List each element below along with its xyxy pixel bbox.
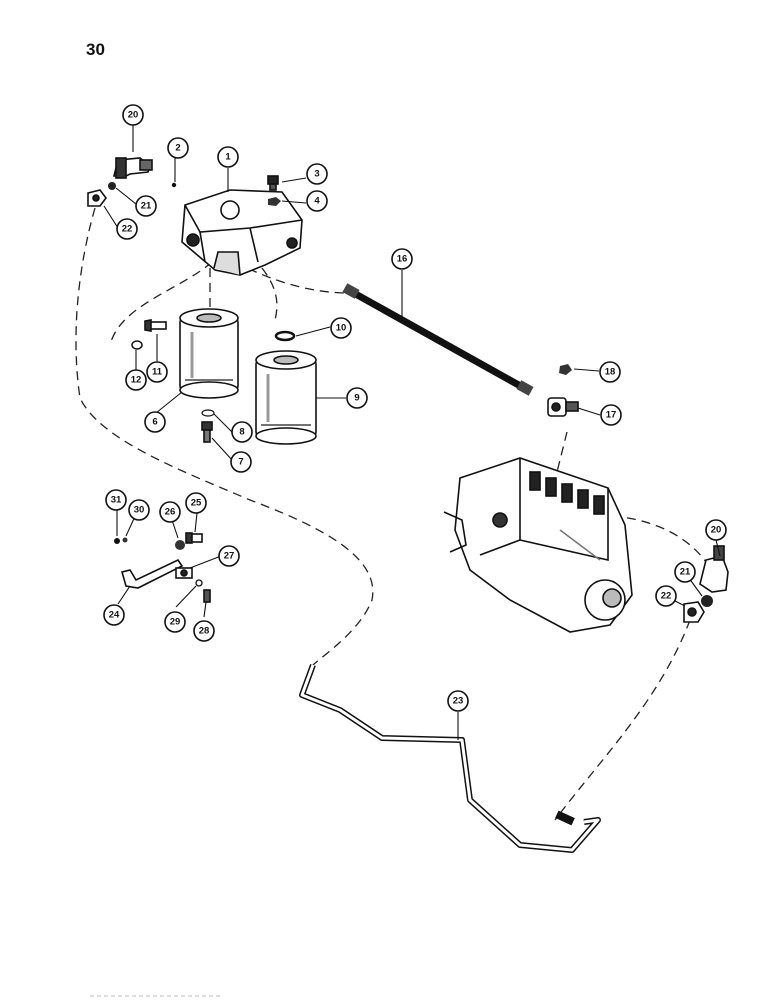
ferrule-21-left [108, 182, 116, 190]
filter-head [181, 189, 303, 276]
injection-pump [443, 457, 633, 633]
svg-text:6: 6 [152, 417, 157, 428]
page-number: 30 [86, 40, 105, 59]
callout-17: 17 [600, 404, 622, 426]
elbow-fitting-17 [547, 397, 579, 417]
nut-4 [268, 197, 281, 206]
svg-text:18: 18 [605, 367, 616, 378]
callout-26: 26 [159, 501, 181, 523]
callout-24: 24 [103, 604, 125, 626]
nut-26 [175, 540, 185, 550]
o-ring-10 [274, 330, 296, 342]
svg-text:3: 3 [314, 169, 319, 180]
o-ring-8 [201, 409, 215, 417]
svg-text:21: 21 [680, 567, 691, 578]
fuel-line-paths [75, 207, 707, 821]
callout-6: 6 [144, 411, 166, 433]
washer-29 [195, 579, 203, 587]
svg-text:22: 22 [122, 224, 133, 235]
nut-18 [559, 364, 572, 375]
fuel-filter-6 [179, 308, 239, 399]
callout-21-left: 21 [135, 195, 157, 217]
svg-text:28: 28 [199, 626, 210, 637]
svg-text:12: 12 [131, 375, 142, 386]
clip-27 [175, 567, 193, 579]
callout-9: 9 [346, 387, 368, 409]
callout-22-left: 22 [116, 218, 138, 240]
cap-screw-11 [144, 319, 167, 332]
bracket-24 [121, 558, 184, 589]
fuel-line-16 [342, 283, 534, 396]
svg-text:31: 31 [111, 495, 122, 506]
fuel-line-23 [299, 663, 601, 853]
callout-12: 12 [125, 369, 147, 391]
callout-29: 29 [164, 611, 186, 633]
callout-10: 10 [330, 317, 352, 339]
callout-7: 7 [230, 451, 252, 473]
callout-8: 8 [231, 421, 253, 443]
callout-25: 25 [185, 492, 207, 514]
svg-text:20: 20 [711, 525, 722, 536]
elbow-fitting-20-right [699, 545, 729, 593]
svg-text:24: 24 [109, 610, 120, 621]
callout-30: 30 [128, 499, 150, 521]
leader-lines [103, 125, 721, 740]
svg-text:23: 23 [453, 696, 464, 707]
svg-text:1: 1 [225, 152, 231, 163]
callout-11: 11 [146, 361, 168, 383]
svg-text:8: 8 [239, 427, 244, 438]
nut-22-left [87, 189, 107, 207]
svg-text:20: 20 [128, 110, 139, 121]
svg-text:11: 11 [152, 367, 163, 378]
svg-text:25: 25 [191, 498, 202, 509]
svg-text:17: 17 [606, 410, 617, 421]
svg-text:22: 22 [661, 591, 672, 602]
callout-28: 28 [193, 620, 215, 642]
svg-text:26: 26 [165, 507, 176, 518]
nut-31 [114, 538, 120, 544]
callout-20-left: 20 [122, 104, 144, 126]
svg-text:29: 29 [170, 617, 181, 628]
callout-23: 23 [447, 690, 469, 712]
drain-plug-7 [201, 421, 213, 443]
svg-text:30: 30 [134, 505, 145, 516]
washer-12 [131, 340, 143, 350]
callout-21-right: 21 [674, 561, 696, 583]
ferrule-21-right [701, 595, 713, 607]
callout-22-right: 22 [655, 585, 677, 607]
svg-text:10: 10 [336, 323, 347, 334]
svg-text:21: 21 [141, 201, 152, 212]
svg-text:4: 4 [314, 196, 320, 207]
nut-22-right [683, 601, 705, 623]
callout-27: 27 [218, 545, 240, 567]
washer-2 [171, 182, 177, 188]
callout-2: 2 [167, 137, 189, 159]
screw-28 [203, 589, 211, 603]
elbow-fitting-20-left [112, 157, 153, 179]
screw-25 [185, 532, 203, 544]
callout-3: 3 [306, 163, 328, 185]
callout-4: 4 [306, 190, 328, 212]
washer-30 [122, 537, 128, 543]
svg-text:16: 16 [397, 254, 408, 265]
svg-text:9: 9 [354, 393, 359, 404]
callout-31: 31 [105, 489, 127, 511]
callout-18: 18 [599, 361, 621, 383]
callout-16: 16 [391, 248, 413, 270]
svg-text:7: 7 [238, 457, 243, 468]
svg-text:27: 27 [224, 551, 235, 562]
cap-screw-3 [267, 175, 279, 191]
fuel-filter-9 [255, 350, 317, 445]
callout-20-right: 20 [705, 519, 727, 541]
svg-text:2: 2 [175, 143, 180, 154]
callout-1: 1 [217, 146, 239, 168]
